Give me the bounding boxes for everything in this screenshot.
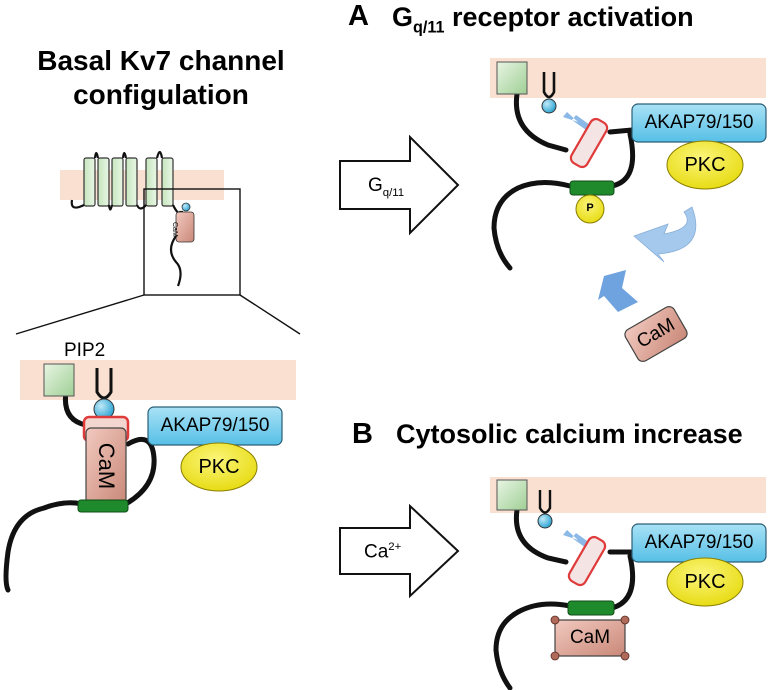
b-membrane bbox=[490, 477, 766, 513]
basal-zoom-box bbox=[143, 188, 241, 296]
panel-a-title-sub: q/11 bbox=[413, 18, 445, 37]
panel-a-title-rest: receptor activation bbox=[444, 2, 694, 32]
panel-b-letter: B bbox=[352, 418, 373, 450]
a-vsd bbox=[496, 61, 528, 95]
basal-pip2 bbox=[95, 368, 113, 400]
b-chain bbox=[493, 507, 636, 690]
arrow-ca bbox=[339, 503, 460, 599]
b-blue-arrow-small bbox=[563, 530, 590, 548]
basal-pkc bbox=[180, 442, 258, 492]
a-curved-arrow bbox=[633, 206, 697, 263]
basal-small-channel bbox=[15, 150, 301, 335]
a-pkc-label: PKC bbox=[684, 154, 726, 176]
basal-title: Basal Kv7 channel configulation bbox=[0, 44, 322, 112]
basal-green-domain bbox=[77, 499, 129, 513]
b-cam-label: CaM bbox=[569, 627, 611, 648]
b-pkc-label: PKC bbox=[684, 571, 726, 593]
a-membrane bbox=[490, 58, 766, 98]
arrow-gq11 bbox=[339, 134, 460, 236]
arrow-ca-label: Ca2+ bbox=[364, 541, 402, 563]
arrow-gq11-label-sub: q/11 bbox=[382, 186, 405, 199]
basal-cam-label: CaM bbox=[94, 442, 119, 490]
basal-small-pip2-ball bbox=[181, 202, 191, 212]
arrow-ca-label-sup: 2+ bbox=[388, 541, 402, 553]
basal-title-line2: configulation bbox=[73, 79, 249, 110]
b-cam-box bbox=[554, 619, 626, 657]
arrow-gq11-label: Gq/11 bbox=[368, 176, 404, 199]
b-pip2 bbox=[538, 490, 552, 514]
arrow-gq11-label-main: G bbox=[368, 175, 383, 196]
panel-a-title: Gq/11 receptor activation bbox=[392, 4, 694, 36]
a-cam-released bbox=[624, 306, 688, 362]
panel-a-diagram bbox=[490, 58, 767, 362]
a-phospho-label: P bbox=[586, 202, 594, 214]
b-pkc bbox=[666, 557, 744, 607]
panel-a-letter: A bbox=[348, 0, 369, 32]
basal-pip2-label: PIP2 bbox=[64, 340, 106, 361]
a-pip2-ball bbox=[541, 98, 557, 114]
a-blue-arrow-small bbox=[563, 112, 590, 130]
panel-b-diagram bbox=[490, 477, 767, 690]
basal-zoom bbox=[3, 360, 296, 593]
b-green-domain bbox=[567, 600, 615, 616]
b-red-helix bbox=[567, 535, 607, 587]
a-pkc bbox=[666, 140, 744, 190]
panel-a-title-main: G bbox=[392, 2, 414, 32]
basal-vsd bbox=[43, 363, 75, 397]
b-calcium-ions bbox=[550, 615, 630, 661]
a-green-domain bbox=[569, 180, 615, 196]
a-red-helix bbox=[569, 117, 609, 169]
b-akap-label: AKAP79/150 bbox=[644, 532, 754, 553]
basal-chain bbox=[3, 389, 157, 593]
a-pip2 bbox=[542, 72, 556, 99]
panel-b-title: Cytosolic calcium increase bbox=[396, 419, 743, 449]
basal-small-helices bbox=[83, 157, 174, 207]
basal-small-cam-label: CaM bbox=[171, 222, 178, 237]
basal-title-line1: Basal Kv7 channel bbox=[37, 45, 285, 76]
arrow-ca-label-main: Ca bbox=[364, 541, 389, 563]
basal-pkc-label: PKC bbox=[198, 456, 240, 478]
b-vsd bbox=[496, 479, 528, 511]
b-pip2-ball bbox=[537, 513, 553, 529]
basal-small-cam bbox=[175, 211, 195, 243]
a-down-arrow bbox=[598, 270, 638, 312]
a-chain bbox=[491, 91, 636, 271]
a-phospho bbox=[575, 194, 605, 224]
a-akap-label: AKAP79/150 bbox=[644, 112, 754, 133]
basal-akap-label: AKAP79/150 bbox=[160, 415, 270, 436]
